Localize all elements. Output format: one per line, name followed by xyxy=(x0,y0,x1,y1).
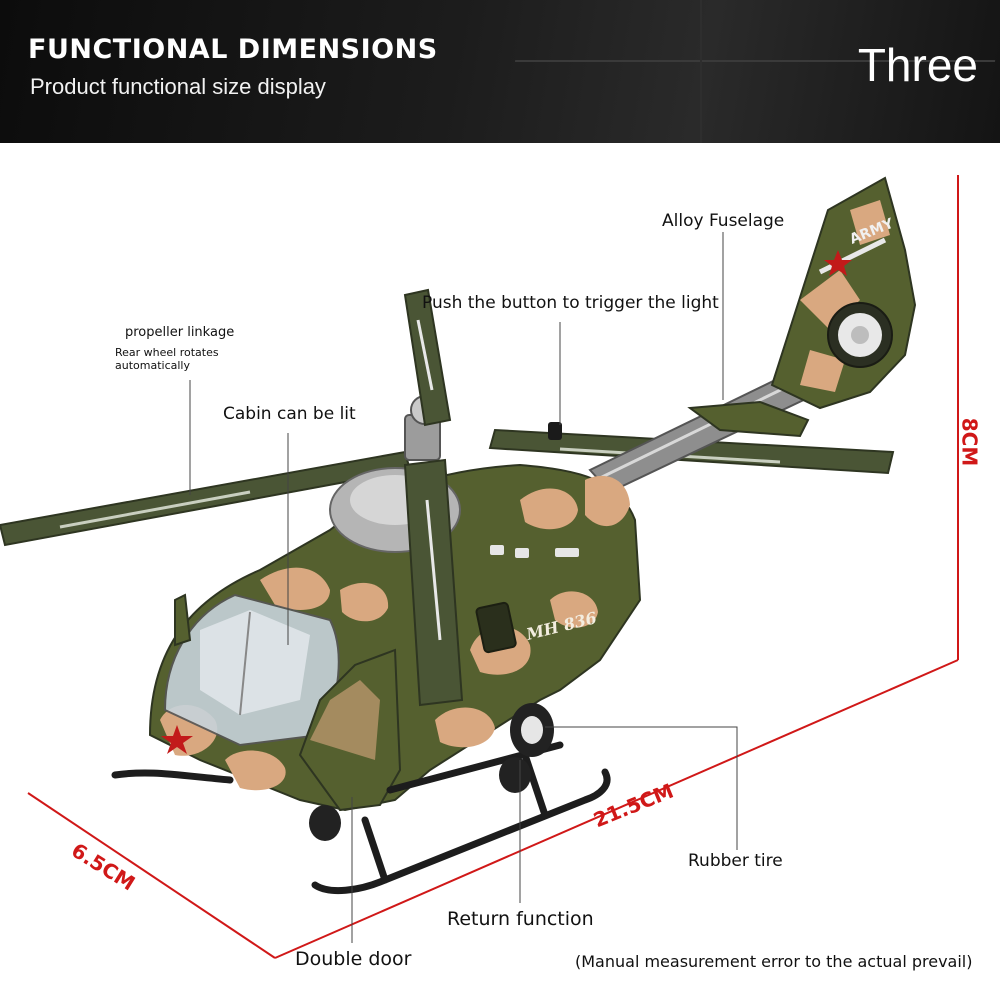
callout-propeller-linkage: propeller linkage xyxy=(125,325,235,340)
footnote: (Manual measurement error to the actual … xyxy=(575,952,973,971)
open-door xyxy=(174,593,402,812)
dimension-height: 8CM xyxy=(957,417,982,467)
page-marker: Three xyxy=(857,39,978,91)
cockpit-canopy xyxy=(163,593,340,747)
page-subtitle: Product functional size display xyxy=(30,74,326,99)
callout-alloy-fuselage: Alloy Fuselage xyxy=(662,211,785,231)
tail-fin: ARMY xyxy=(770,176,917,410)
header-banner: FUNCTIONAL DIMENSIONS Product functional… xyxy=(0,0,1000,143)
callout-light-button: Push the button to trigger the light xyxy=(422,293,719,313)
banner-decor-line xyxy=(700,0,702,143)
rubber-tire xyxy=(309,703,554,841)
dimension-lines xyxy=(27,175,959,959)
main-rotor-back xyxy=(0,428,895,547)
callout-return-function: Return function xyxy=(447,908,594,930)
callout-rear-wheel: Rear wheel rotates automatically xyxy=(115,346,219,372)
width-dimension-line xyxy=(27,792,276,959)
callout-cabin-light: Cabin can be lit xyxy=(223,404,356,424)
page-title: FUNCTIONAL DIMENSIONS xyxy=(28,34,438,65)
landing-skids xyxy=(111,741,611,894)
callout-lines xyxy=(189,232,738,943)
length-dimension-line xyxy=(274,659,959,959)
callout-double-door: Double door xyxy=(295,948,412,970)
callout-rubber-tire: Rubber tire xyxy=(688,851,783,871)
main-rotor-front xyxy=(403,288,464,707)
